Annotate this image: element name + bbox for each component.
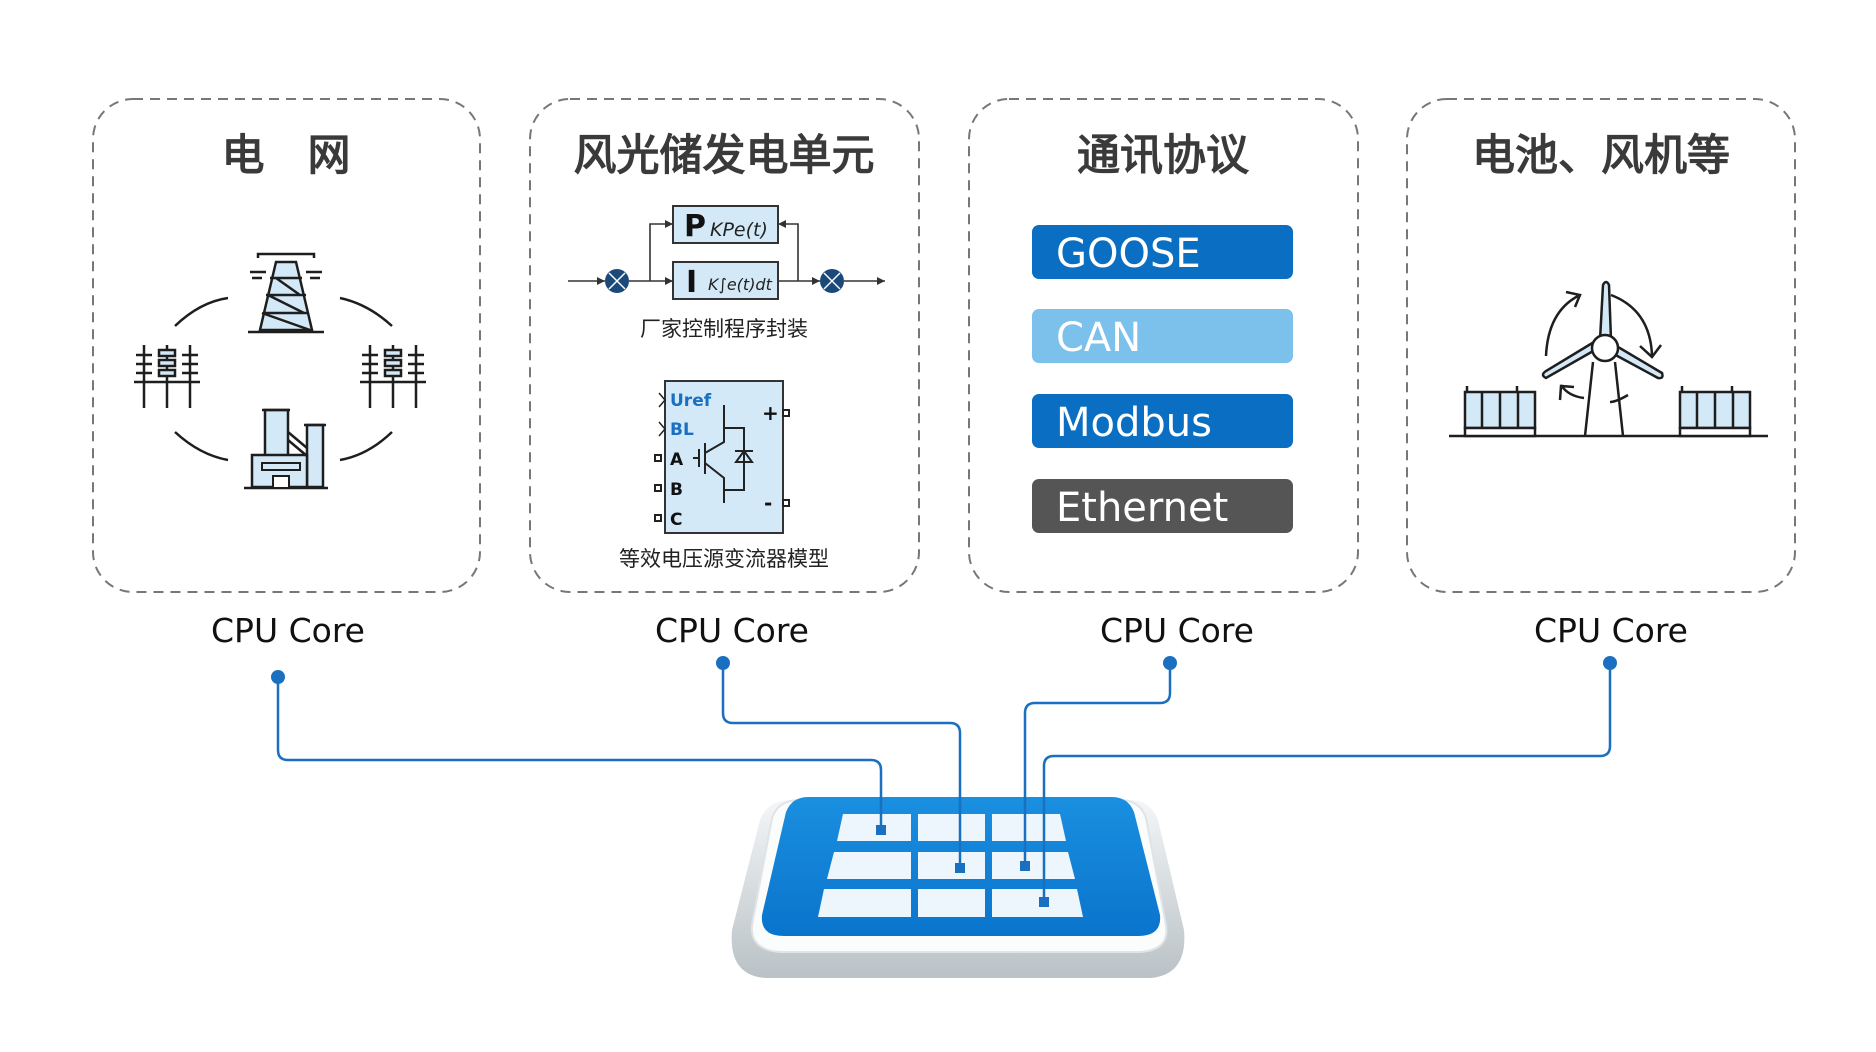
igbt-icon	[693, 405, 754, 503]
panel-title-generation: 风光储发电单元	[574, 131, 875, 181]
utility-pole-left-icon	[134, 345, 200, 408]
p-term-label: P	[684, 209, 706, 244]
battery-right-icon	[1678, 386, 1752, 438]
core-endpoint	[955, 863, 965, 873]
core-endpoint	[1020, 861, 1030, 871]
transmission-tower-icon	[248, 252, 324, 334]
i-term-formula: K∫e(t)dt	[708, 275, 773, 294]
core-connections	[271, 656, 1617, 907]
cpu-core-label-2: CPU Core	[655, 611, 809, 650]
connector-dot	[271, 670, 285, 684]
connector-dot	[716, 656, 730, 670]
port-uref: Uref	[670, 391, 712, 411]
core-endpoint	[876, 825, 886, 835]
i-term-label: I	[686, 265, 697, 300]
converter-model-diagram: Uref BL A B C + - 等效电压源变流器模型	[619, 380, 829, 571]
panel-title-protocols: 通讯协议	[1077, 131, 1250, 181]
pi-controller-diagram: P KPe(t) I K∫e(t)dt 厂家控制程序封装	[568, 205, 885, 341]
grid-icon	[134, 252, 426, 490]
p-term-formula: KPe(t)	[710, 219, 768, 241]
protocol-list: GOOSE CAN Modbus Ethernet	[1032, 225, 1293, 533]
protocol-can-label: CAN	[1056, 315, 1141, 361]
protocol-modbus	[1032, 394, 1293, 448]
multicore-chip-icon	[731, 797, 1185, 978]
protocol-goose-label: GOOSE	[1056, 231, 1201, 277]
port-minus: -	[764, 491, 772, 515]
port-bl: BL	[670, 420, 694, 440]
converter-caption: 等效电压源变流器模型	[619, 547, 829, 571]
connector-dot	[1163, 656, 1177, 670]
core-endpoint	[1039, 897, 1049, 907]
port-plus: +	[762, 401, 779, 425]
battery-left-icon	[1463, 386, 1537, 438]
wind-turbine-icon	[1541, 280, 1664, 437]
cpu-core-label-4: CPU Core	[1534, 611, 1688, 650]
protocol-ethernet-label: Ethernet	[1056, 485, 1228, 531]
protocol-modbus-label: Modbus	[1056, 400, 1212, 446]
panel-grid	[92, 98, 1796, 593]
pi-caption: 厂家控制程序封装	[640, 317, 808, 341]
protocol-ethernet	[1032, 479, 1293, 533]
cpu-core-label-3: CPU Core	[1100, 611, 1254, 650]
factory-icon	[244, 408, 328, 490]
cpu-core-label-1: CPU Core	[211, 611, 365, 650]
port-a: A	[670, 450, 684, 470]
protocol-goose	[1032, 225, 1293, 279]
connector-dot	[1603, 656, 1617, 670]
summing-junction-icon	[820, 269, 844, 293]
panel-title-grid: 电 网	[222, 131, 351, 181]
port-b: B	[670, 480, 683, 500]
utility-pole-right-icon	[360, 345, 426, 408]
panel-title-battery-wind: 电池、风机等	[1472, 131, 1730, 181]
port-c: C	[670, 510, 682, 530]
summing-junction-icon	[605, 269, 629, 293]
protocol-can	[1032, 309, 1293, 363]
wind-battery-icon	[1449, 280, 1768, 438]
